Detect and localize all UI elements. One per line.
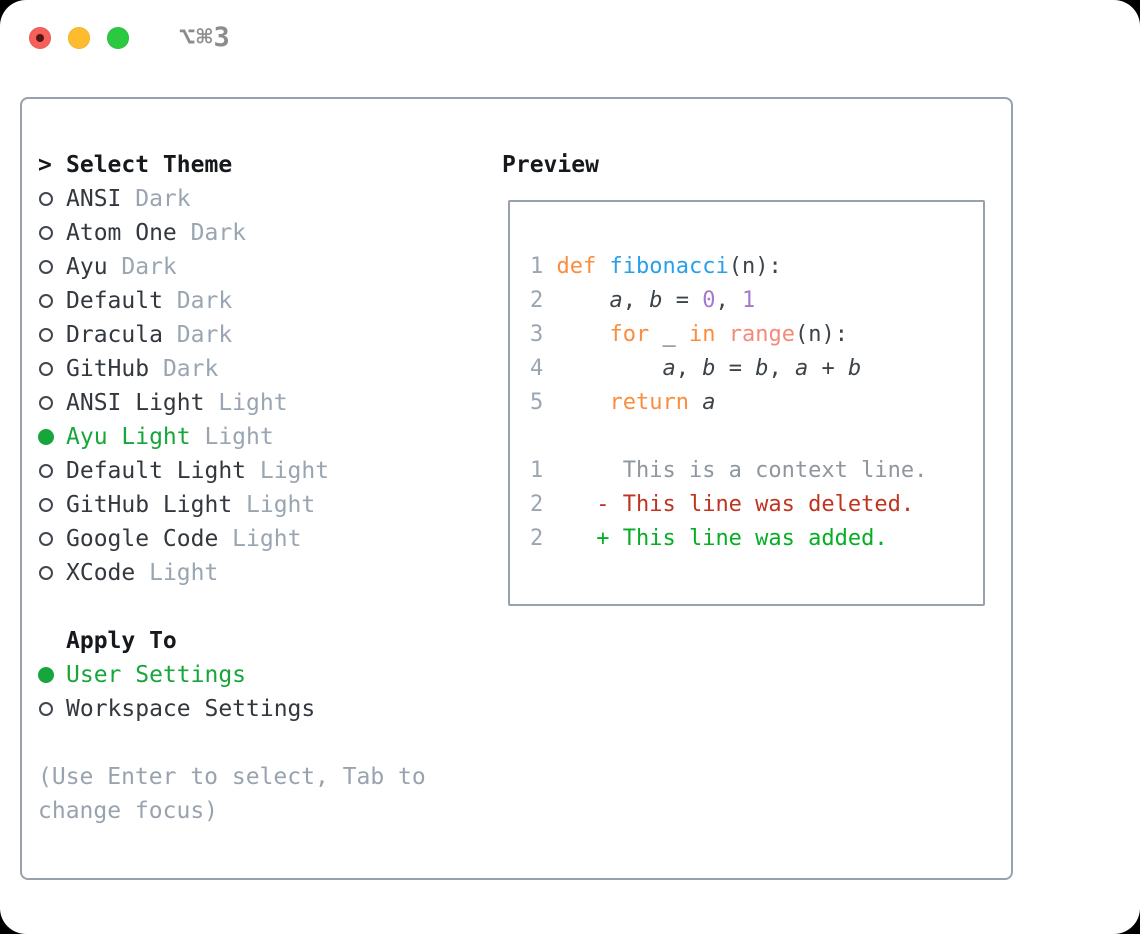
theme-option[interactable]: ANSI Light Light bbox=[38, 386, 426, 420]
theme-name: ANSI bbox=[66, 186, 122, 212]
spacer bbox=[38, 726, 426, 760]
theme-option[interactable]: Default Light Light bbox=[38, 454, 426, 488]
code-line: 4 a, b = b, a + b bbox=[530, 356, 862, 381]
select-theme-header: > Select Theme bbox=[38, 148, 426, 182]
code-line: 5 return a bbox=[530, 390, 716, 415]
theme-option[interactable]: Atom One Dark bbox=[38, 216, 426, 250]
code-line bbox=[530, 420, 983, 454]
hint-line: (Use Enter to select, Tab to bbox=[38, 764, 426, 790]
apply-to-header: Apply To bbox=[38, 624, 426, 658]
prompt-caret-icon: > bbox=[38, 152, 52, 178]
theme-variant-tag: Light bbox=[232, 492, 316, 518]
code-line: 3 for _ in range(n): bbox=[530, 322, 848, 347]
preview-label: Preview bbox=[502, 152, 599, 178]
theme-name: Default Light bbox=[66, 458, 247, 484]
radio-selected-icon bbox=[38, 429, 66, 445]
theme-variant-tag: Dark bbox=[149, 356, 219, 382]
titlebar: ⌥⌘3 bbox=[0, 0, 1140, 75]
theme-name: Dracula bbox=[66, 322, 163, 348]
radio-icon bbox=[38, 226, 66, 240]
radio-icon bbox=[38, 566, 66, 580]
theme-option[interactable]: ANSI Dark bbox=[38, 182, 426, 216]
theme-name: Ayu Light bbox=[66, 424, 191, 450]
keyboard-hint: (Use Enter to select, Tab to change focu… bbox=[38, 760, 426, 828]
theme-variant-tag: Light bbox=[135, 560, 219, 586]
minimize-button-icon[interactable] bbox=[68, 26, 90, 49]
radio-icon bbox=[38, 192, 66, 206]
radio-icon bbox=[38, 498, 66, 512]
window-title: ⌥⌘3 bbox=[179, 22, 231, 53]
theme-option[interactable]: Ayu Dark bbox=[38, 250, 426, 284]
apply-to-option[interactable]: Workspace Settings bbox=[38, 692, 426, 726]
apply-to-label: Apply To bbox=[66, 628, 177, 654]
theme-name: GitHub bbox=[66, 356, 150, 382]
theme-option[interactable]: Dracula Dark bbox=[38, 318, 426, 352]
theme-name: Default bbox=[66, 288, 163, 314]
theme-option[interactable]: GitHub Dark bbox=[38, 352, 426, 386]
hint-line: change focus) bbox=[38, 798, 219, 824]
close-button-icon[interactable] bbox=[29, 26, 51, 49]
code-line: 2 - This line was deleted. bbox=[530, 492, 915, 517]
radio-icon bbox=[38, 328, 66, 342]
code-preview: 1 def fibonacci(n): 2 a, b = 0, 1 3 for _ … bbox=[510, 202, 983, 556]
theme-option[interactable]: Default Dark bbox=[38, 284, 426, 318]
theme-name: GitHub Light bbox=[66, 492, 233, 518]
radio-icon bbox=[38, 260, 66, 274]
theme-variant-tag: Light bbox=[204, 390, 288, 416]
radio-icon bbox=[38, 532, 66, 546]
apply-to-option-label: User Settings bbox=[66, 662, 247, 688]
radio-icon bbox=[38, 294, 66, 308]
theme-option[interactable]: Ayu Light Light bbox=[38, 420, 426, 454]
theme-name: Ayu bbox=[66, 254, 108, 280]
theme-name: Google Code bbox=[66, 526, 219, 552]
radio-icon bbox=[38, 702, 66, 716]
theme-variant-tag: Dark bbox=[162, 288, 233, 314]
spacer bbox=[38, 590, 426, 624]
theme-name: ANSI Light bbox=[66, 390, 205, 416]
theme-name: XCode bbox=[66, 560, 136, 586]
code-line: 1 def fibonacci(n): bbox=[530, 254, 782, 279]
code-line: 2 a, b = 0, 1 bbox=[530, 288, 756, 313]
theme-name: Atom One bbox=[66, 220, 177, 246]
radio-icon bbox=[38, 362, 66, 376]
theme-variant-tag: Light bbox=[218, 526, 302, 552]
theme-option[interactable]: Google Code Light bbox=[38, 522, 426, 556]
radio-selected-icon bbox=[38, 667, 66, 683]
preview-box: 1 def fibonacci(n): 2 a, b = 0, 1 3 for _ … bbox=[508, 200, 985, 606]
radio-icon bbox=[38, 396, 66, 410]
theme-variant-tag: Dark bbox=[162, 322, 233, 348]
zoom-button-icon[interactable] bbox=[107, 26, 129, 49]
theme-variant-tag: Light bbox=[190, 424, 274, 450]
theme-option[interactable]: GitHub Light Light bbox=[38, 488, 426, 522]
theme-variant-tag: Dark bbox=[107, 254, 177, 280]
theme-variant-tag: Dark bbox=[176, 220, 247, 246]
theme-option[interactable]: XCode Light bbox=[38, 556, 426, 590]
code-line: 2 + This line was added. bbox=[530, 526, 888, 551]
theme-variant-tag: Dark bbox=[121, 186, 191, 212]
apply-to-option[interactable]: User Settings bbox=[38, 658, 426, 692]
theme-variant-tag: Light bbox=[246, 458, 330, 484]
radio-icon bbox=[38, 464, 66, 478]
apply-to-option-label: Workspace Settings bbox=[66, 696, 316, 722]
select-theme-label: Select Theme bbox=[66, 152, 233, 178]
code-line: 1 This is a context line. bbox=[530, 458, 928, 483]
